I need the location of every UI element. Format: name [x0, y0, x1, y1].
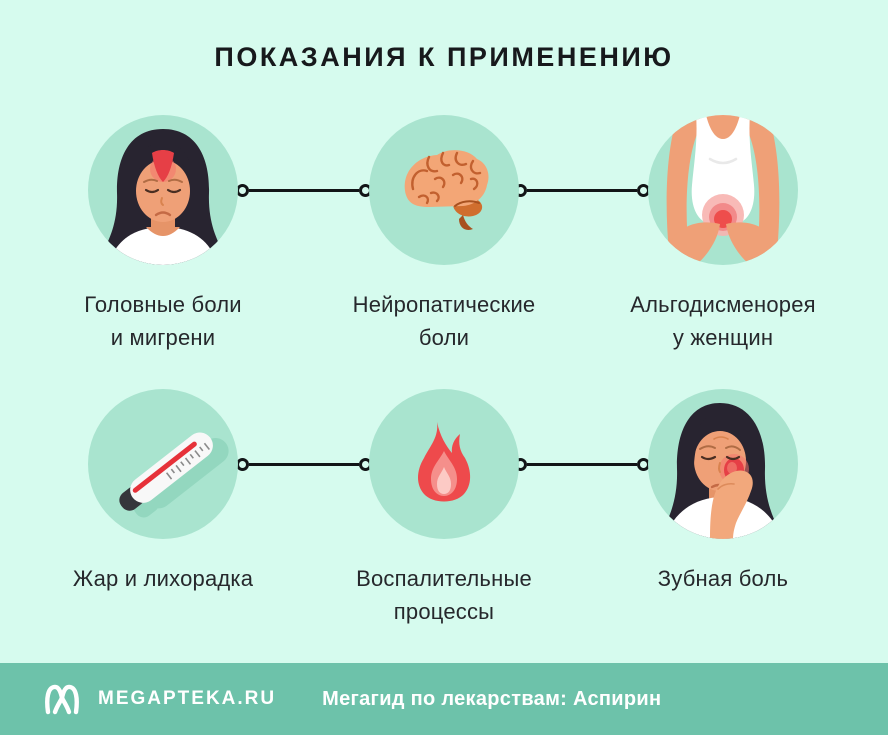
indication-inflammation: Воспалительные процессы [304, 389, 584, 628]
page-title: ПОКАЗАНИЯ К ПРИМЕНЕНИЮ [214, 42, 674, 72]
woman-toothache-icon [648, 389, 798, 539]
footer-caption: Мегагид по лекарствам: Аспирин [322, 687, 662, 710]
indication-neuropathic: Нейропатические боли [304, 115, 584, 354]
indication-label: Нейропатические боли [352, 292, 536, 350]
indication-label: Зубная боль [657, 566, 789, 591]
connector-segment [249, 189, 359, 192]
indication-toothache: Зубная боль [583, 389, 863, 595]
female-pelvic-pain-icon [648, 115, 798, 265]
indication-label: Воспалительные процессы [356, 566, 532, 624]
brain-icon [369, 115, 519, 265]
footer: MEGAPTEKA.RU Мегагид по лекарствам: Аспи… [0, 663, 888, 735]
indication-algodysmenorrhea: Альгодисменорея у женщин [583, 115, 863, 354]
indication-fever: Жар и лихорадка [23, 389, 303, 595]
indication-label: Жар и лихорадка [72, 566, 254, 591]
indication-label: Головные боли и мигрени [84, 292, 242, 350]
indication-label: Альгодисменорея у женщин [630, 292, 816, 350]
connector-segment [527, 463, 637, 466]
connector-segment [249, 463, 359, 466]
thermometer-icon [88, 389, 238, 539]
indication-headaches: Головные боли и мигрени [23, 115, 303, 354]
megapteka-logo-icon [45, 684, 79, 715]
brand-name: MEGAPTEKA.RU [98, 688, 277, 709]
flame-icon [369, 389, 519, 539]
woman-headache-icon [88, 115, 238, 265]
connector-segment [527, 189, 637, 192]
